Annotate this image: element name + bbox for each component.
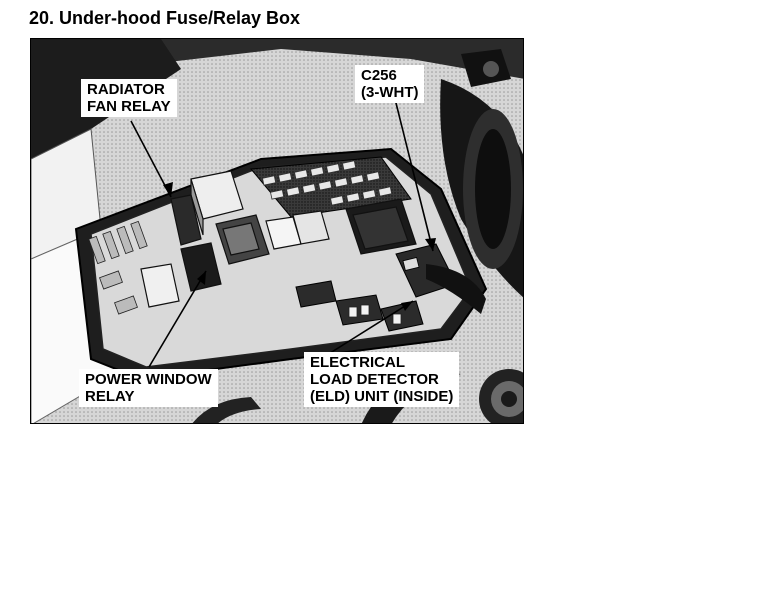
callout-line: (ELD) UNIT (INSIDE) <box>310 388 454 405</box>
callout-line: FAN RELAY <box>87 98 171 115</box>
callout-line: (3-WHT) <box>361 84 419 101</box>
callout-eld-unit: ELECTRICAL LOAD DETECTOR (ELD) UNIT (INS… <box>304 352 460 407</box>
callout-line: C256 <box>361 67 397 84</box>
callout-line: POWER WINDOW <box>85 371 212 388</box>
callout-c256: C256 (3-WHT) <box>355 65 425 103</box>
page-title: 20. Under-hood Fuse/Relay Box <box>29 8 301 28</box>
callout-power-window-relay: POWER WINDOW RELAY <box>79 369 218 407</box>
callout-line: RADIATOR <box>87 81 165 98</box>
radiator-fan-relay-part <box>170 194 202 246</box>
callout-line: RELAY <box>85 388 135 405</box>
callout-line: ELECTRICAL <box>310 354 405 371</box>
fuse-relay-box-figure: RADIATOR FAN RELAY C256 (3-WHT) POWER WI… <box>30 38 524 424</box>
callout-line: LOAD DETECTOR <box>310 371 439 388</box>
callout-radiator-fan-relay: RADIATOR FAN RELAY <box>81 79 177 117</box>
fuses <box>262 160 393 206</box>
relays <box>140 170 417 308</box>
leader-lines <box>130 98 434 368</box>
leader-arrowheads <box>163 182 436 311</box>
power-window-relay-part <box>180 242 222 292</box>
